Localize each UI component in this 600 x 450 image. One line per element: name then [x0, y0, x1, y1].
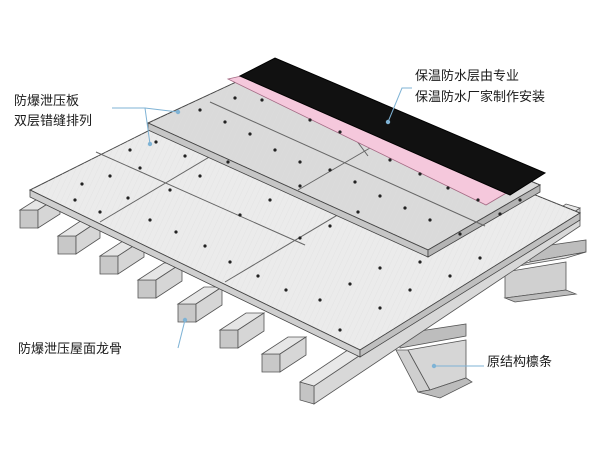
leader-waterproof-dot — [385, 119, 391, 125]
waterproof-membrane — [238, 57, 547, 196]
lower-panel-layer — [28, 79, 582, 358]
structural-purlins — [395, 239, 587, 399]
leader-lines — [112, 87, 484, 367]
keel-tube-5 — [176, 286, 224, 323]
leader-panel-dot — [147, 141, 153, 147]
waterproof-label-line1: 保温防水层由专业 — [415, 69, 520, 84]
leader-keel — [177, 319, 186, 349]
leader-purlin-dot — [431, 363, 437, 369]
leader-waterproof — [387, 87, 412, 123]
purlin-label: 原结构檩条 — [487, 355, 553, 370]
purlin-back — [503, 239, 587, 303]
leader-dots — [147, 109, 437, 369]
keel-tube-4 — [136, 262, 184, 299]
leader-panel-dot-2 — [175, 109, 181, 115]
leader-panel-2 — [144, 107, 179, 113]
purlin-front — [395, 323, 473, 399]
panel-label-line1: 防爆泄压板 — [14, 94, 80, 109]
keel-tube-6 — [218, 312, 266, 349]
upper-panel-layer — [146, 69, 542, 258]
waterproof-label-line2: 保温防水厂家制作安装 — [415, 90, 546, 105]
keel-label: 防爆泄压屋面龙骨 — [18, 342, 123, 357]
panel-label-line2: 双层错缝排列 — [14, 114, 93, 129]
panel-fasteners — [73, 96, 522, 332]
keel-tube-7 — [260, 336, 308, 373]
leader-keel-dot — [182, 317, 188, 323]
